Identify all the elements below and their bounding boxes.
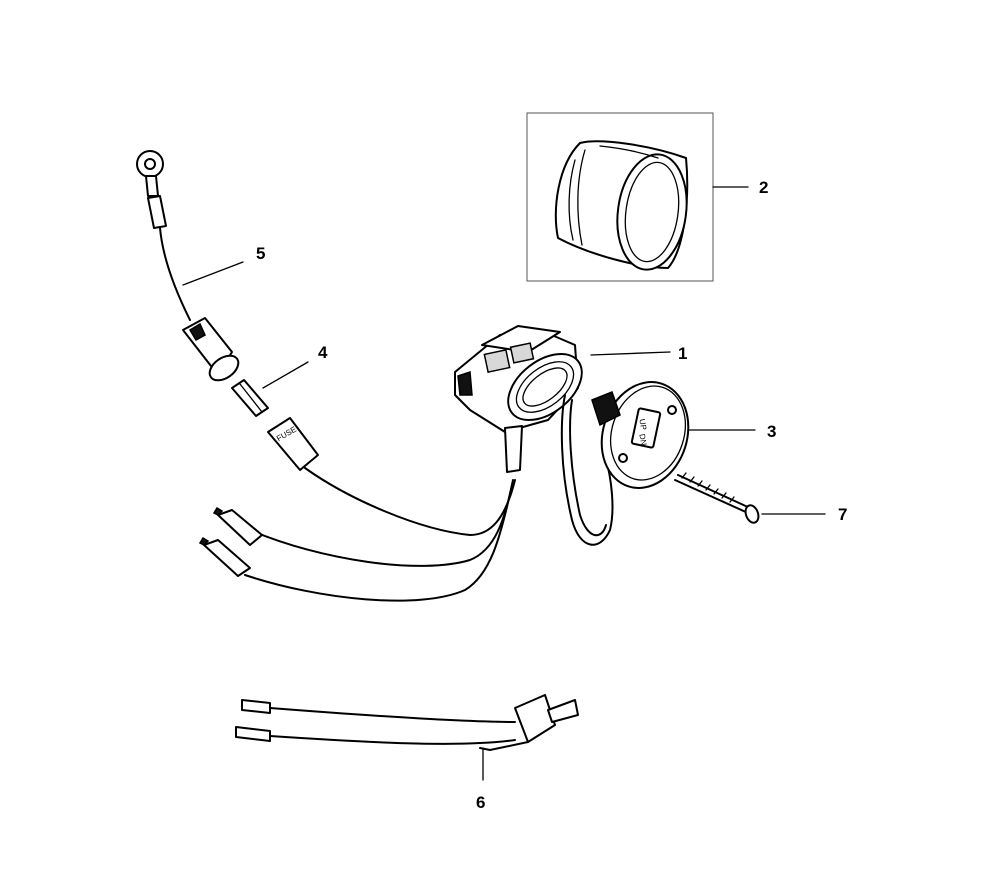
switch-dn-label: DN	[637, 433, 648, 446]
callout-1: 1	[678, 344, 687, 363]
part-5-ground-lead	[136, 150, 240, 382]
callout-4: 4	[318, 343, 328, 362]
part-6-lead-connector	[235, 694, 579, 751]
part-7-screw	[674, 472, 760, 524]
part-2-ring-sleeve	[526, 112, 714, 282]
part-1-switch-housing	[454, 325, 614, 546]
callout-2: 2	[759, 178, 768, 197]
leader-lines	[182, 186, 826, 781]
callout-3: 3	[767, 422, 776, 441]
harness-fuse-holder: FUSE	[198, 417, 516, 602]
switch-up-label: UP	[637, 418, 648, 431]
part-3-switch-plate: UP DN	[591, 381, 690, 489]
callout-5: 5	[256, 244, 265, 263]
callout-6: 6	[476, 793, 485, 812]
callout-7: 7	[838, 505, 847, 524]
part-2-frame	[526, 112, 714, 282]
part-4-fuse	[231, 379, 269, 417]
